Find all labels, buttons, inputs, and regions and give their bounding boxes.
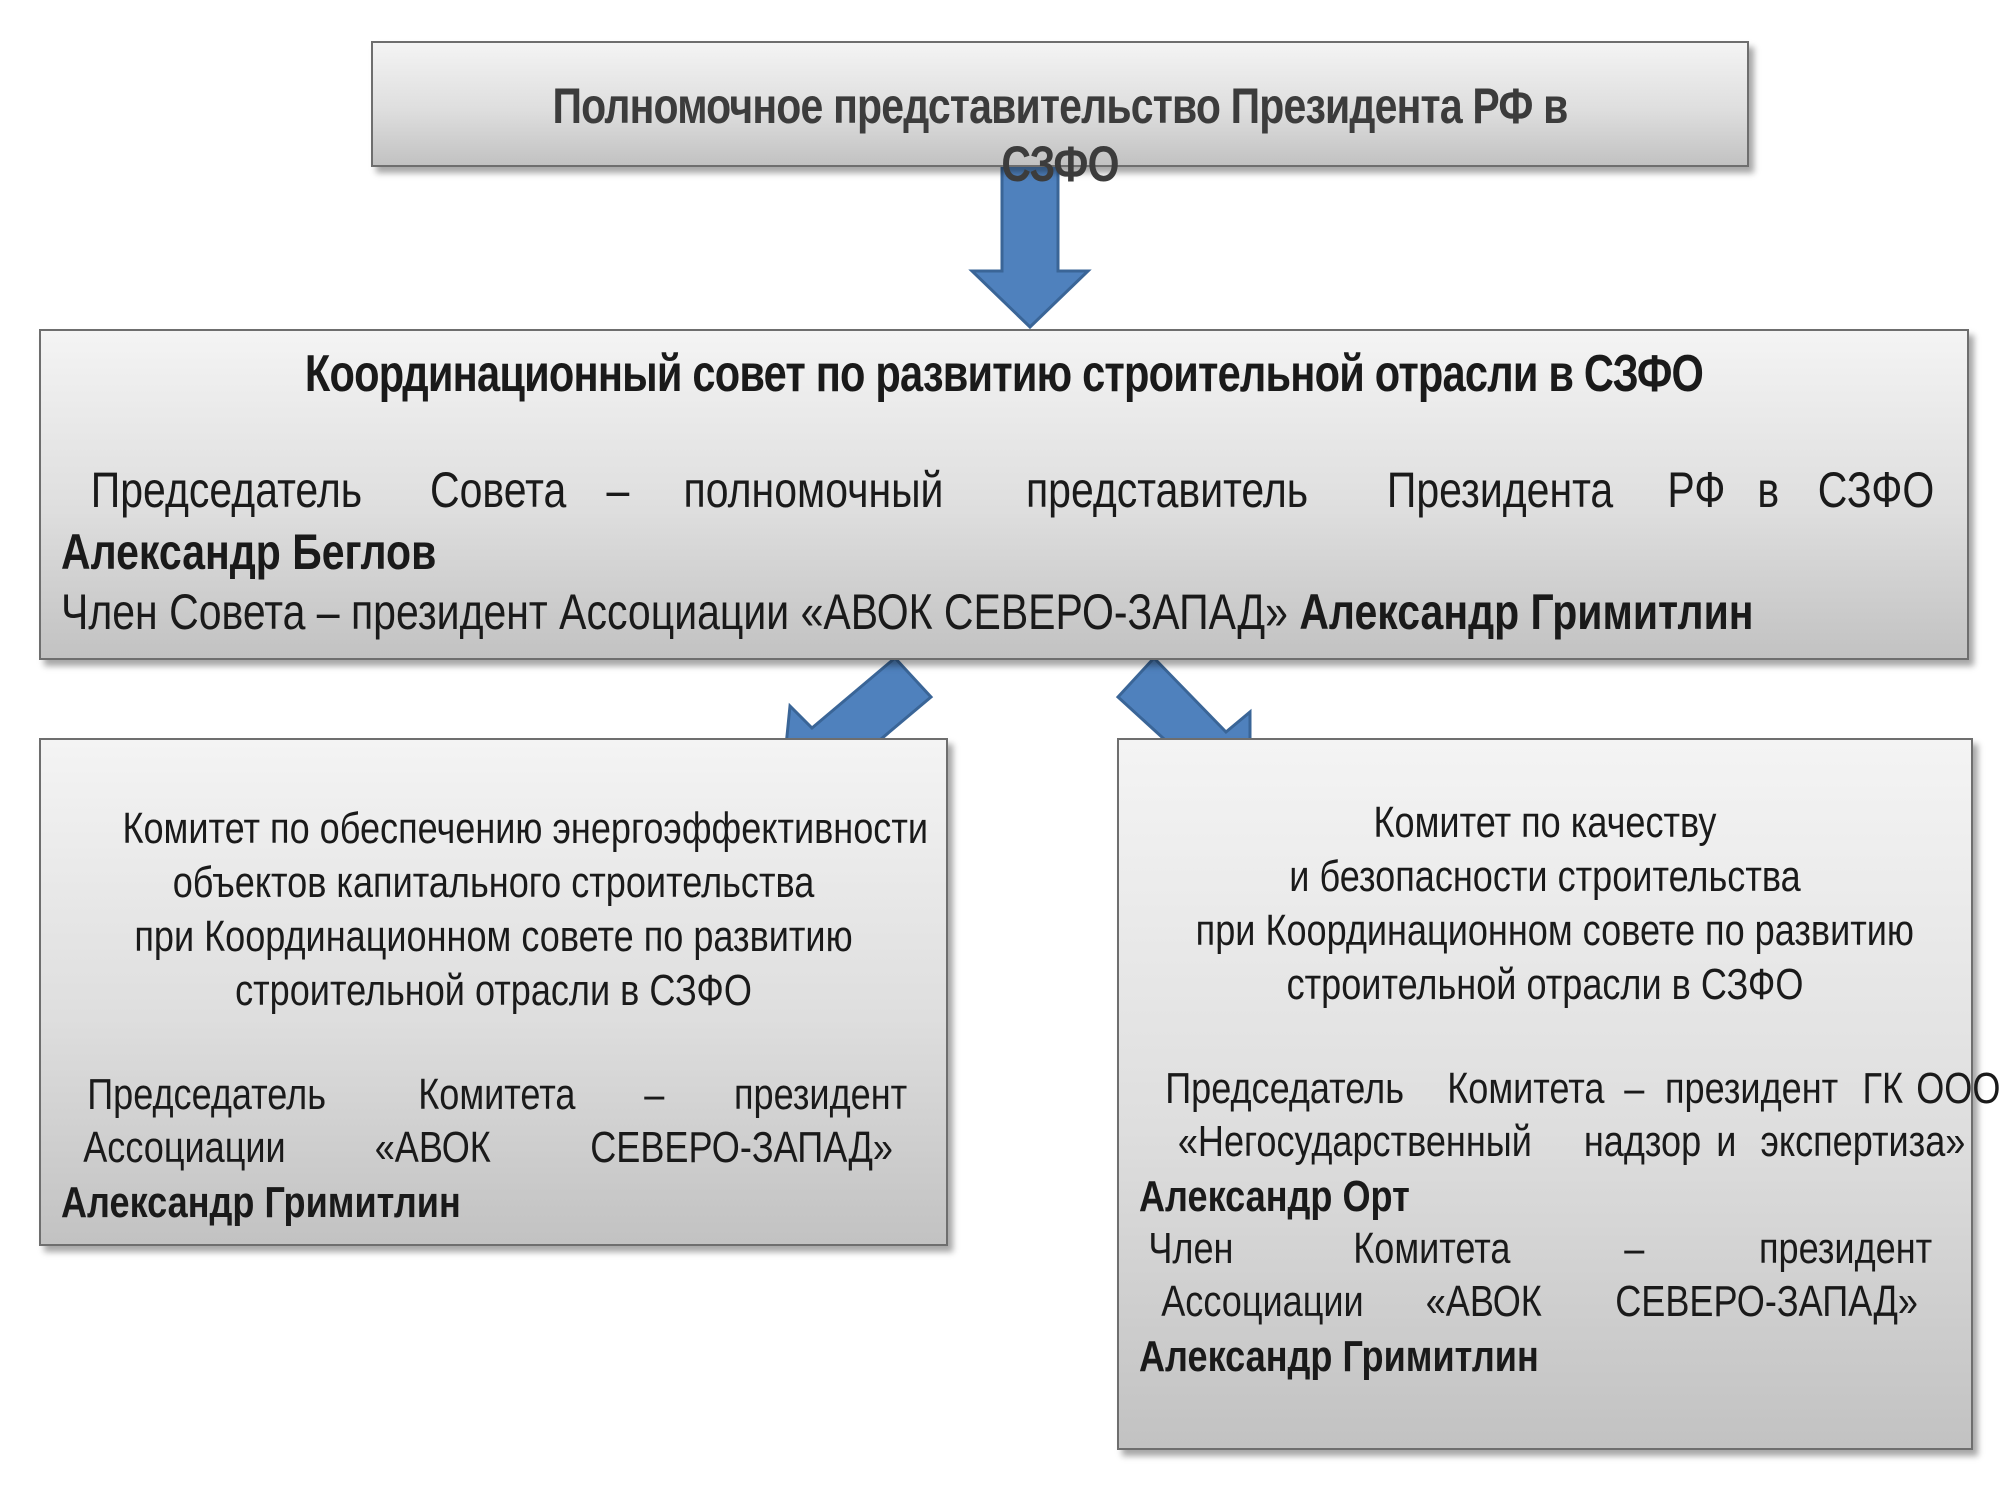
presidential-representation-title: Полномочное представительство Президента… xyxy=(552,78,1568,192)
quality-committee-chair-name: Александр Орт xyxy=(1139,1172,1410,1221)
justified-word: президент xyxy=(1758,1224,1932,1273)
energy-committee-title-line: Комитет по обеспечению энергоэффективнос… xyxy=(122,804,929,853)
justified-word: президент xyxy=(1665,1064,1839,1113)
quality-committee-title: Комитет по качеству и безопасности строи… xyxy=(1119,796,1971,1012)
justified-word: – xyxy=(606,462,630,518)
justified-word: Председатель xyxy=(90,462,363,518)
coordination-council-box: Координационный совет по развитию строит… xyxy=(39,329,1969,660)
energy-committee-title-line: строительной отрасли в СЗФО xyxy=(235,966,752,1015)
justified-word: СЗФО xyxy=(1817,462,1935,518)
quality-committee-member-line-1: Член Комитета – президент xyxy=(1139,1224,1951,1274)
energy-committee-title: Комитет по обеспечению энергоэффективнос… xyxy=(41,802,946,1018)
council-chair-line: Председатель Совета–полномочный представит… xyxy=(61,461,1947,519)
justified-word: Председатель xyxy=(1165,1064,1405,1113)
justified-word: Ассоциации xyxy=(1161,1277,1364,1326)
justified-word: Комитета xyxy=(1353,1224,1511,1273)
justified-word: Комитета xyxy=(1447,1064,1605,1113)
council-chair-name: Александр Беглов xyxy=(61,524,437,580)
council-member-name: Александр Гримитлин xyxy=(1299,584,1754,640)
justified-word: экспертиза» xyxy=(1760,1117,1966,1166)
justified-word: и xyxy=(1716,1117,1737,1166)
justified-word: представитель xyxy=(1026,462,1309,518)
justified-word: в xyxy=(1757,462,1780,518)
energy-efficiency-committee-box: Комитет по обеспечению энергоэффективнос… xyxy=(39,738,948,1246)
quality-committee-member-line-2: Ассоциации «АВОК СЕВЕРО-ЗАПАД» xyxy=(1139,1277,1951,1327)
justified-word: Член xyxy=(1148,1224,1234,1273)
justified-word: РФ xyxy=(1667,462,1726,518)
justified-word: «Негосударственный xyxy=(1177,1117,1532,1166)
council-member-line: Член Совета – президент Ассоциации «АВОК… xyxy=(61,583,1754,641)
justified-word: ГК xyxy=(1862,1064,1903,1113)
justified-word: «АВОК xyxy=(1425,1277,1542,1326)
justified-word: Председатель xyxy=(87,1070,327,1119)
justified-word: – xyxy=(1623,1224,1645,1273)
justified-word: Президента xyxy=(1387,462,1614,518)
justified-word: надзор xyxy=(1583,1117,1701,1166)
energy-committee-chair-line-1: Председатель Комитета – президент xyxy=(61,1070,926,1120)
quality-safety-committee-box: Комитет по качеству и безопасности строи… xyxy=(1117,738,2000,1450)
justified-word: СЕВЕРО-ЗАПАД» xyxy=(1614,1277,1918,1326)
quality-committee-title-line: и безопасности строительства xyxy=(1289,852,1801,901)
energy-committee-title-line: при Координационном совете по развитию xyxy=(134,912,853,961)
justified-word: СЕВЕРО-ЗАПАД» xyxy=(589,1123,893,1172)
quality-committee-title-line: Комитет по качеству xyxy=(1373,798,1717,847)
justified-word: президент xyxy=(733,1070,907,1119)
justified-word: «АВОК xyxy=(374,1123,491,1172)
arrow-down-icon xyxy=(968,163,1092,330)
quality-committee-chair-line-1: Председатель Комитета–президент ГК ООО xyxy=(1139,1064,2000,1114)
energy-committee-title-line: объектов капитального строительства xyxy=(172,858,815,907)
council-title: Координационный совет по развитию строит… xyxy=(304,345,1704,403)
quality-committee-title-line: при Координационном совете по развитию xyxy=(1195,906,1914,955)
justified-word: Комитета xyxy=(418,1070,576,1119)
justified-word: ООО xyxy=(1916,1064,2000,1113)
presidential-representation-box: Полномочное представительство Президента… xyxy=(371,41,1749,192)
justified-word: Совета xyxy=(429,462,567,518)
quality-committee-title-line: строительной отрасли в СЗФО xyxy=(1286,960,1804,1009)
quality-committee-member-name: Александр Гримитлин xyxy=(1139,1332,1539,1381)
justified-word: Ассоциации xyxy=(83,1123,286,1172)
council-member-text: Член Совета – президент Ассоциации «АВОК… xyxy=(61,584,1288,640)
justified-word: полномочный xyxy=(683,462,944,518)
energy-committee-chair-line-2: Ассоциации «АВОК СЕВЕРО-ЗАПАД» xyxy=(61,1123,926,1173)
justified-word: – xyxy=(643,1070,664,1119)
justified-word: – xyxy=(1624,1064,1645,1113)
energy-committee-chair-name: Александр Гримитлин xyxy=(61,1178,461,1227)
